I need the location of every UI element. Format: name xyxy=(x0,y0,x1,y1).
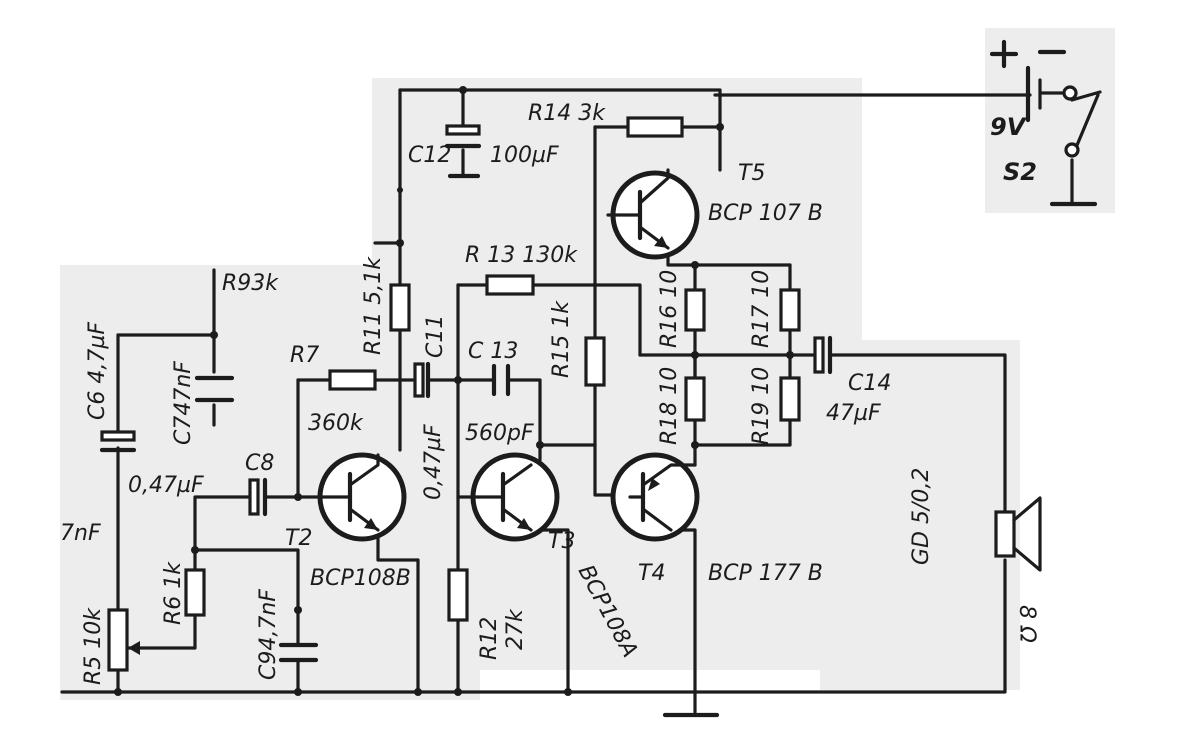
c13-name: C 13 xyxy=(468,339,518,364)
capacitor-c11 xyxy=(413,361,431,399)
t2-type: BCP108B xyxy=(310,566,411,591)
t4-type: BCP 177 B xyxy=(708,561,823,586)
r15-label: R15 1k xyxy=(549,300,574,378)
resistor-r17 xyxy=(779,288,801,332)
c7-label: C747nF xyxy=(171,361,196,445)
c8-value: 0,47µF xyxy=(128,473,204,498)
resistor-r12 xyxy=(447,568,469,622)
speaker-name: GD 5/0,2 xyxy=(909,468,934,565)
resistor-r13 xyxy=(485,274,535,296)
t3-name: T3 xyxy=(548,529,575,554)
r14-label: R14 3k xyxy=(528,101,606,126)
battery-voltage-label: 9V xyxy=(990,113,1028,141)
r7-label: R7 xyxy=(290,343,319,368)
paper-background xyxy=(60,28,1115,700)
r11-label: R11 5,1k xyxy=(361,256,386,355)
r5-label: R5 10k xyxy=(81,607,106,685)
resistor-r11 xyxy=(389,283,411,332)
t2-name: T2 xyxy=(285,526,312,551)
c9-label: C94,7nF xyxy=(256,589,281,680)
transistor-t4 xyxy=(610,452,700,542)
t4-name: T4 xyxy=(638,561,665,586)
labels: + 9V S2 C12 100µF R14 3k T5 BCP 107 B R … xyxy=(60,101,1039,685)
c8-name: C8 xyxy=(245,451,274,476)
r9-label: R93k xyxy=(222,271,279,296)
c6-label: C6 4,7µF xyxy=(85,322,110,420)
speaker-impedance: 8 Ω xyxy=(1014,605,1039,643)
cut-label: 7nF xyxy=(60,521,101,546)
capacitor-c7 xyxy=(194,375,235,403)
r12-label: R12 xyxy=(477,617,502,660)
c11-name: C11 xyxy=(423,315,448,358)
speaker-icon xyxy=(994,496,1042,572)
r16-label: R16 10 xyxy=(657,270,682,348)
t5-name: T5 xyxy=(738,161,765,186)
capacitor-c13 xyxy=(491,363,511,397)
r7-value: 360k xyxy=(308,411,364,436)
potentiometer-r5 xyxy=(107,608,140,672)
battery-symbol xyxy=(989,39,1080,158)
resistor-r18 xyxy=(684,376,706,422)
r18-label: R18 10 xyxy=(657,367,682,445)
r19-label: R19 10 xyxy=(749,367,774,445)
capacitor-c8 xyxy=(248,477,268,517)
resistor-r16 xyxy=(684,288,706,332)
transistor-t5 xyxy=(606,168,700,260)
transistor-t3 xyxy=(456,452,560,542)
resistor-r14 xyxy=(626,116,684,138)
capacitor-c12 xyxy=(444,124,482,179)
c12-value: 100µF xyxy=(490,143,559,168)
c11-value: 0,47µF xyxy=(421,424,446,500)
r17-label: R17 10 xyxy=(749,270,774,348)
transistor-t2 xyxy=(296,452,407,542)
t5-type: BCP 107 B xyxy=(708,201,823,226)
capacitor-c14 xyxy=(813,335,833,375)
r12-value: 27k xyxy=(503,608,528,650)
c14-name: C14 xyxy=(848,371,891,396)
resistor-r7 xyxy=(328,369,377,391)
r6-label: R6 1k xyxy=(161,561,186,625)
switch-label: S2 xyxy=(1003,158,1037,186)
resistor-r6 xyxy=(184,568,206,617)
resistor-r15 xyxy=(584,336,606,387)
resistor-r19 xyxy=(779,376,801,422)
capacitor-c6 xyxy=(99,430,137,453)
c13-value: 560pF xyxy=(465,421,534,446)
capacitor-c9 xyxy=(278,642,319,663)
c14-value: 47µF xyxy=(826,401,881,426)
c12-name: C12 xyxy=(408,143,451,168)
r13-label: R 13 130k xyxy=(465,243,578,268)
